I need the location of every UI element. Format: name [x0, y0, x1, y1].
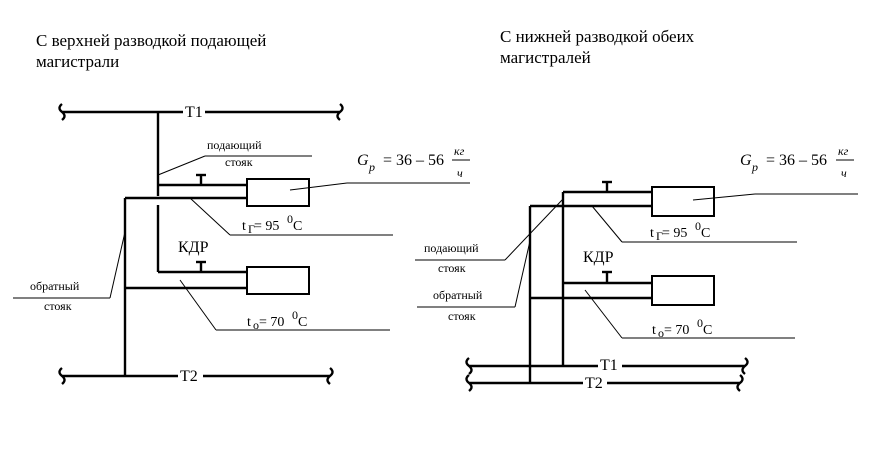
left-scheme: С верхней разводкой подающей магистрали … [13, 31, 470, 385]
right-return-riser-label-2: стояк [448, 309, 476, 323]
left-lower-radiator [246, 266, 310, 295]
left-return-temp-unit: С [298, 315, 307, 330]
right-t2-break-end [736, 374, 744, 392]
right-t1-label: Т1 [600, 357, 618, 374]
right-lower-radiator [651, 275, 715, 306]
right-supply-temp-degree: 0 [695, 219, 701, 233]
left-return-riser-label-1: обратный [30, 279, 80, 293]
right-return-riser-leader [514, 240, 531, 308]
left-flow-subscript: р [368, 160, 375, 174]
left-title-line1: С верхней разводкой подающей [36, 31, 266, 50]
right-supply-temp-subscript: Г [656, 229, 663, 243]
left-supply-temp-leader [189, 197, 231, 236]
right-flow-formula: G р = 36 – 56 кг ч [740, 144, 854, 180]
left-supply-riser-label-2: стояк [225, 155, 253, 169]
left-flow-symbol: G [357, 152, 369, 169]
right-supply-riser-leader [504, 198, 564, 261]
right-title-line2: магистралей [500, 48, 591, 67]
right-return-temp: t о = 70 0 С [652, 316, 712, 340]
left-return-riser-leader [109, 231, 126, 299]
right-flow-symbol: G [740, 152, 752, 169]
left-supply-temp-symbol: t [242, 219, 246, 234]
right-supply-temp-value: = 95 [662, 226, 687, 241]
right-return-temp-symbol: t [652, 323, 656, 338]
left-return-temp-value: = 70 [259, 315, 284, 330]
left-valve-label: КДР [178, 239, 209, 256]
right-supply-temp-unit: С [701, 226, 710, 241]
right-supply-temp-symbol: t [650, 226, 654, 241]
right-return-temp-leader [584, 289, 623, 339]
right-supply-riser-label-2: стояк [438, 261, 466, 275]
left-t1-break-end [336, 103, 344, 121]
right-scheme: С нижней разводкой обеих магистралей Т1 … [415, 27, 858, 392]
right-return-temp-degree: 0 [697, 316, 703, 330]
right-return-temp-value: = 70 [664, 323, 689, 338]
right-flow-unit-denominator: ч [841, 166, 847, 180]
right-supply-temp: t Г = 95 0 С [650, 219, 710, 243]
right-return-temp-subscript: о [658, 326, 664, 340]
right-flow-leader [692, 193, 756, 201]
right-title-line1: С нижней разводкой обеих [500, 27, 695, 46]
left-flow-leader [289, 182, 348, 191]
left-supply-temp-value: = 95 [254, 219, 279, 234]
left-supply-riser-label-1: подающий [207, 138, 262, 152]
left-t2-break-end [326, 367, 334, 385]
right-flow-value: = 36 – 56 [766, 152, 827, 169]
left-supply-temp-degree: 0 [287, 212, 293, 226]
right-return-riser-label-1: обратный [433, 288, 483, 302]
left-t1-label: Т1 [185, 104, 203, 121]
right-flow-unit-numerator: кг [838, 144, 849, 158]
left-flow-unit-denominator: ч [457, 166, 463, 180]
left-return-temp-degree: 0 [292, 308, 298, 322]
left-supply-temp-subscript: Г [248, 222, 255, 236]
right-flow-subscript: р [751, 160, 758, 174]
left-flow-formula: G р = 36 – 56 кг ч [357, 144, 470, 180]
left-supply-temp-unit: С [293, 219, 302, 234]
left-return-temp-symbol: t [247, 315, 251, 330]
left-title-line2: магистрали [36, 52, 119, 71]
left-flow-value: = 36 – 56 [383, 152, 444, 169]
left-upper-radiator [246, 178, 310, 207]
right-upper-radiator [651, 186, 715, 217]
right-t2-label: Т2 [585, 375, 603, 392]
left-supply-riser-leader [157, 155, 206, 176]
right-supply-riser-label-1: подающий [424, 241, 479, 255]
left-return-riser-label-2: стояк [44, 299, 72, 313]
left-t2-label: Т2 [180, 368, 198, 385]
left-return-temp-subscript: о [253, 318, 259, 332]
right-t1-break-end [741, 357, 749, 375]
left-flow-unit-numerator: кг [454, 144, 465, 158]
right-supply-temp-leader [591, 205, 623, 243]
left-return-temp-leader [179, 279, 217, 331]
right-return-temp-unit: С [703, 323, 712, 338]
left-supply-temp: t Г = 95 0 С [242, 212, 302, 236]
left-return-temp: t о = 70 0 С [247, 308, 307, 332]
right-valve-label: КДР [583, 249, 614, 266]
